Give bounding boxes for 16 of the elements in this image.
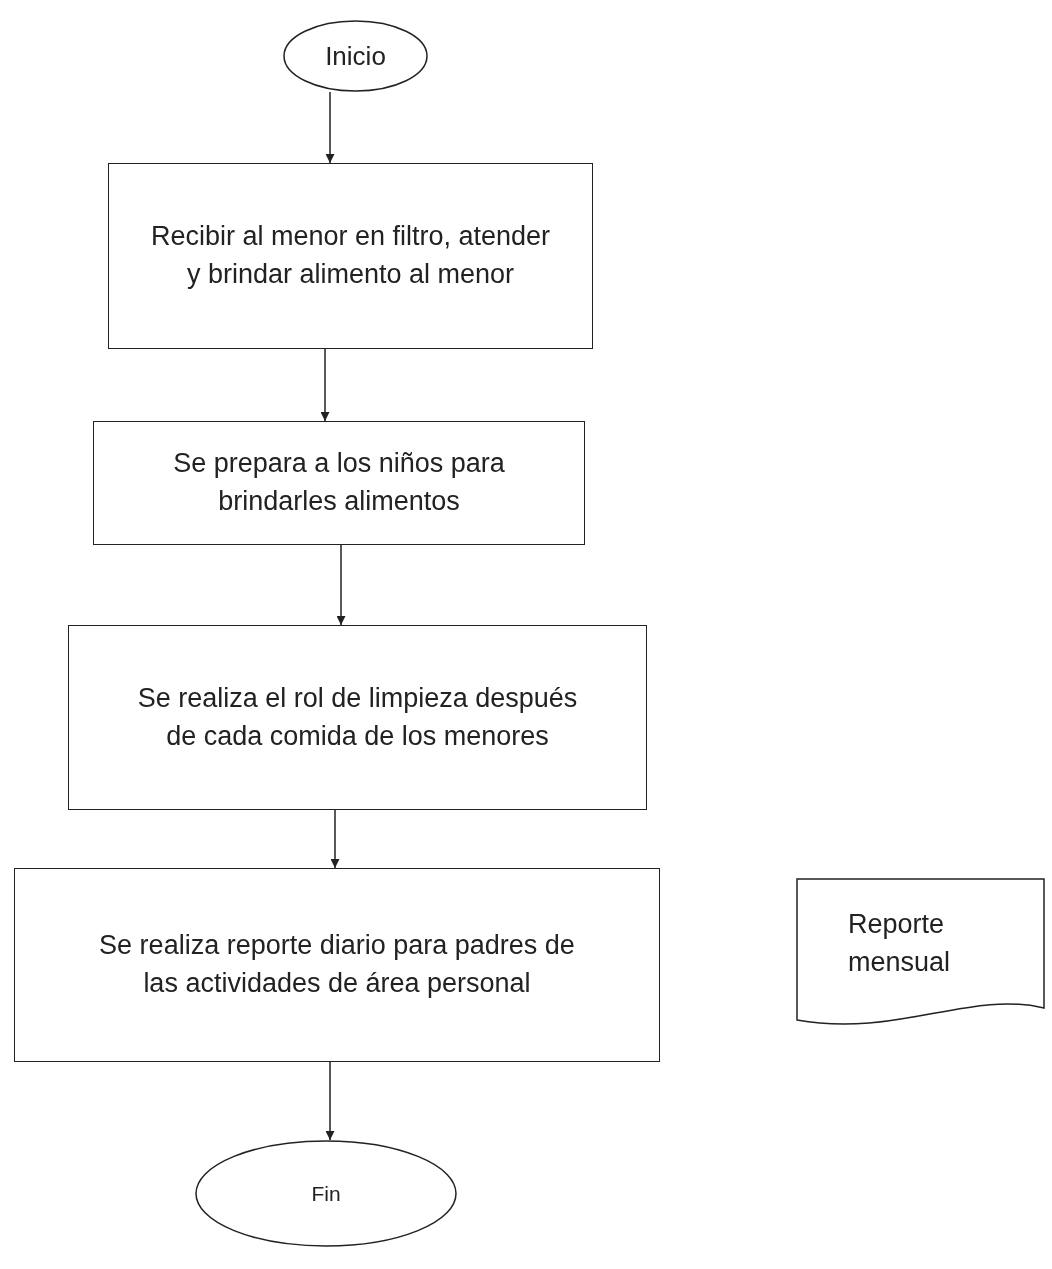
node-label: Se realiza el rol de limpieza después de cada comida de los menores [136, 681, 579, 753]
process-box [108, 163, 593, 349]
node-label: Se realiza reporte diario para padres de las actividades de área personal [98, 929, 576, 1000]
arrow [325, 91, 335, 164]
arrow [325, 1061, 335, 1141]
process-box [68, 625, 647, 810]
node-label: Inicio [325, 39, 386, 73]
node-label: Reporte mensual [848, 908, 952, 979]
arrow [330, 809, 340, 869]
arrow [320, 348, 330, 422]
arrow [336, 544, 346, 626]
node-label: Recibir al menor en filtro, atender y brindar alimento al menor [150, 220, 551, 291]
process-box [14, 868, 660, 1062]
node-label: Se prepara a los niños para brindarles alimentos [172, 447, 506, 518]
process-box [93, 421, 585, 545]
node-label: Fin [311, 1180, 341, 1207]
